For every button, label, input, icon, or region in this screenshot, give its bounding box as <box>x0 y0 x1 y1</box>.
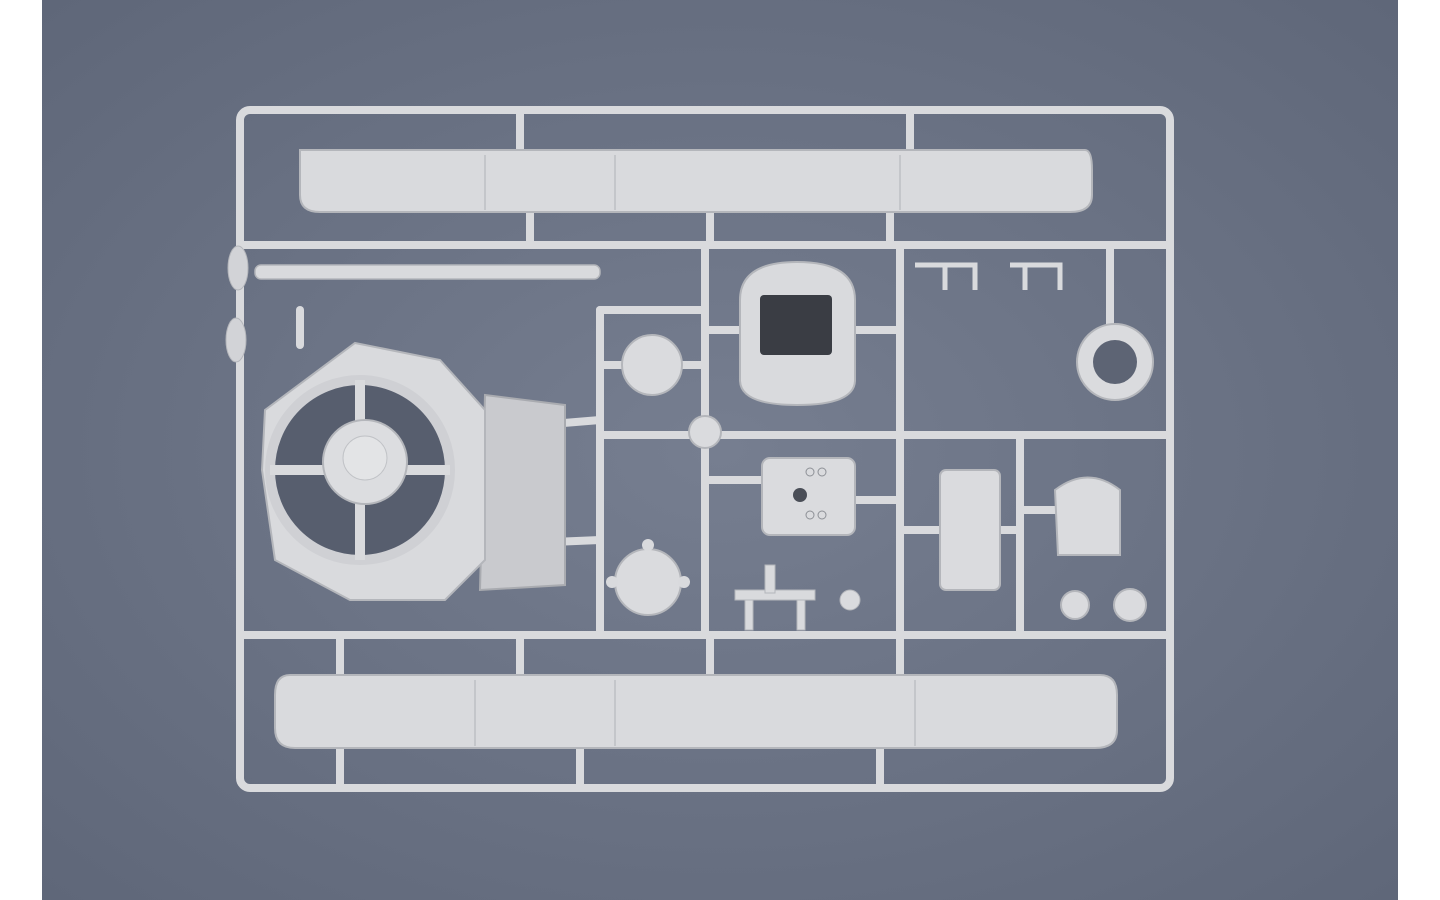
small-knob-part <box>839 589 861 611</box>
curved-plate-part <box>1053 476 1121 556</box>
bottom-track-guard <box>274 674 1118 749</box>
small-wheel-part <box>1113 588 1147 622</box>
gun-barrel <box>225 245 601 363</box>
round-disc-part <box>621 334 683 396</box>
rectangular-plate-part <box>939 469 1001 591</box>
mount-bracket-part <box>734 564 816 631</box>
top-track-guard <box>299 149 1093 213</box>
spoked-disc-part <box>606 539 690 616</box>
small-disc-part <box>688 415 722 449</box>
sprue-frame <box>236 106 1174 792</box>
ring-part <box>1076 323 1154 401</box>
cloth-background <box>42 0 1398 900</box>
bracket-parts <box>915 262 1063 290</box>
turret-housing <box>260 341 566 601</box>
instrument-panel-part <box>761 457 856 536</box>
small-wheel-part <box>1060 590 1090 620</box>
hatch-cupola <box>739 260 856 407</box>
